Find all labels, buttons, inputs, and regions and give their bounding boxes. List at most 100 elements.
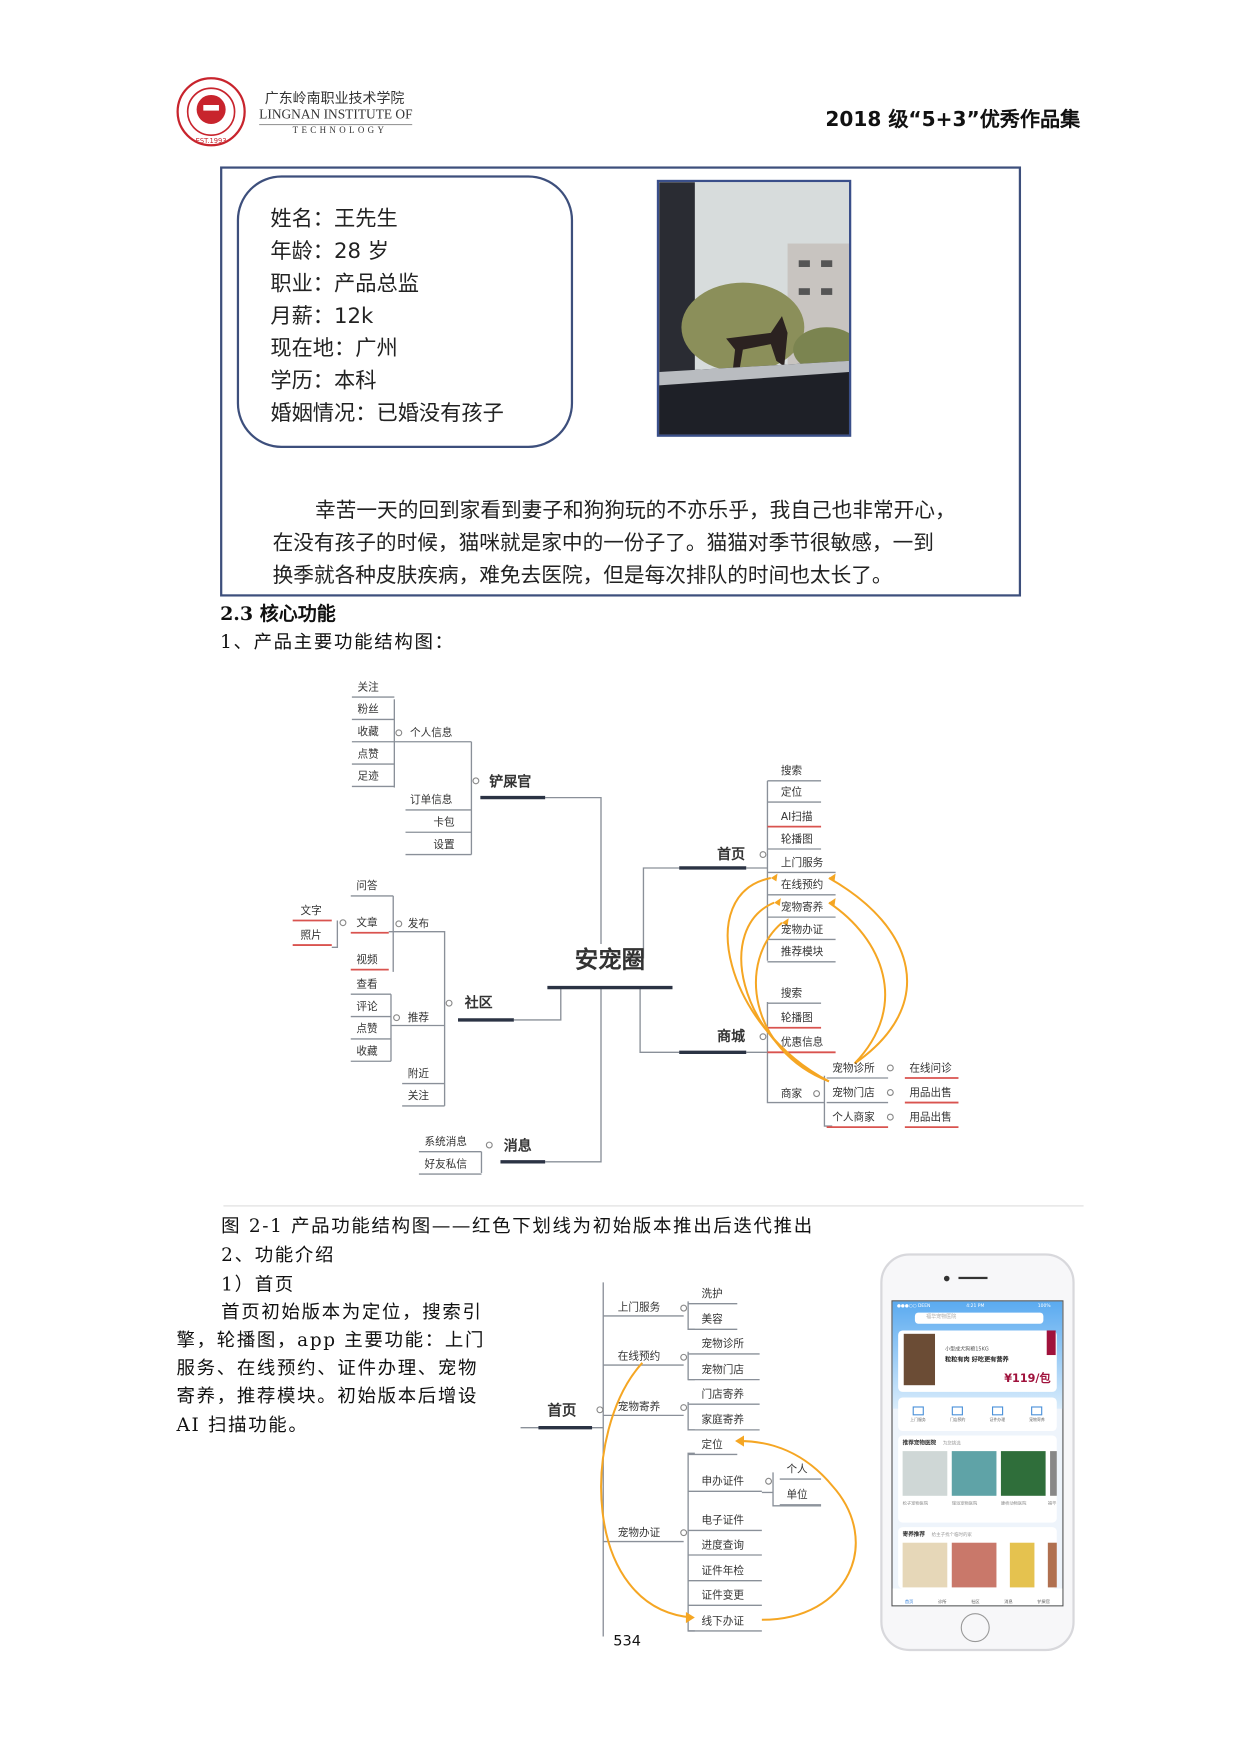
phone-speaker [958, 1276, 988, 1280]
collapse-node-icon [765, 1477, 773, 1485]
arrowhead [781, 918, 789, 927]
logo-year: EST.1993 [196, 137, 227, 145]
node-label: 点赞 [357, 747, 379, 760]
status-carrier: ●●●○○ DEEN [897, 1302, 931, 1309]
node-label: 在线问诊 [909, 1061, 952, 1074]
connector-line [823, 1075, 833, 1127]
node-label: 搜索 [781, 986, 802, 999]
collapse-node-icon [886, 1113, 894, 1121]
collapse-node-icon [445, 999, 453, 1007]
hospital-section-hint: 为您挑选 [942, 1439, 961, 1446]
phone-home-button [960, 1613, 990, 1643]
quick-entry-home-service[interactable]: 上门服务 [910, 1405, 926, 1423]
connector-line [545, 987, 602, 1163]
boarding-image[interactable] [1047, 1542, 1057, 1588]
boarding-image[interactable] [902, 1542, 948, 1588]
flow-arrow [739, 1440, 857, 1621]
collapse-node-icon [485, 1141, 493, 1149]
quick-entry-license[interactable]: 证件办理 [989, 1405, 1005, 1423]
hospital-image[interactable] [1050, 1451, 1057, 1496]
node-label: 消息 [504, 1138, 532, 1155]
app-search-input[interactable]: 福华宠物医院 [914, 1312, 1044, 1324]
node-label: 宠物办证 [618, 1526, 661, 1539]
node-label: 推荐 [408, 1011, 430, 1024]
persona-location: 现在地：广州 [270, 336, 398, 361]
connector-line [642, 867, 680, 959]
flow-arrow [740, 901, 830, 1083]
home-paragraph-1: 首页初始版本为定位，搜索引 [221, 1301, 483, 1323]
node-label: 定位 [702, 1438, 724, 1451]
connector-line [766, 1002, 825, 1104]
node-label: 收藏 [356, 1045, 378, 1058]
cat-window-photo [656, 179, 852, 437]
node-label: 洗护 [702, 1287, 723, 1300]
tab-messages[interactable]: 消息 [1004, 1598, 1013, 1605]
boarding-image[interactable] [951, 1542, 997, 1588]
node-label: 用品出售 [909, 1086, 951, 1099]
node-label: 商家 [781, 1087, 803, 1100]
collapse-node-icon [886, 1089, 894, 1096]
node-label: 粉丝 [357, 703, 379, 716]
collapse-node-icon [680, 1529, 688, 1537]
hospital-image[interactable] [951, 1451, 997, 1496]
node-label: 宠物诊所 [832, 1061, 875, 1074]
collapse-node-icon [472, 777, 480, 785]
connector-line [772, 1472, 822, 1507]
collapse-node-icon [395, 920, 403, 928]
hospital-section: 推荐宠物医院 为您挑选 松子宠物医院 瑞派宠物医院 康桥动物医院 福华 [898, 1435, 1057, 1523]
subheading-home: 1）首页 [221, 1273, 295, 1295]
node-label: 视频 [356, 953, 378, 966]
promo-banner[interactable]: 小型成犬狗粮15KG 粒粒有肉 好吃更有营养 ¥119/包 [898, 1330, 1057, 1392]
figure-caption: 图 2-1 产品功能结构图——红色下划线为初始版本推出后迭代推出 [221, 1215, 814, 1237]
node-label: 线下办证 [702, 1614, 745, 1627]
quick-entry-store-booking[interactable]: 门店预约 [950, 1405, 965, 1423]
home-paragraph-3: 服务、在线预约、证件办理、宠物 [176, 1357, 479, 1379]
banner-price: ¥119/包 [1004, 1372, 1051, 1386]
header-title: 2018 级“5+3”优秀作品集 [825, 108, 1081, 132]
connector-line [331, 920, 339, 948]
flow-arrow [828, 877, 908, 1065]
flow-arrow [754, 921, 830, 1083]
persona-name: 姓名：王先生 [270, 206, 398, 232]
collapse-node-icon [596, 1406, 604, 1414]
story-line-2: 在没有孩子的时候，猫咪就是家中的一份子了。猫猫对季节很敏感，一到 [272, 531, 934, 556]
tab-clinic[interactable]: 诊所 [937, 1598, 947, 1605]
flow-arrow [600, 1362, 693, 1619]
hospital-name: 松子宠物医院 [902, 1500, 929, 1506]
collapse-node-icon [886, 1064, 894, 1072]
connector-line [687, 1401, 695, 1431]
node-label: 商城 [717, 1028, 745, 1045]
node-label: 用品出售 [909, 1110, 951, 1123]
phone-camera [943, 1275, 950, 1282]
boarding-section: 寄养推荐 给主子找个临时的家 [898, 1527, 1057, 1589]
hospital-section-title: 推荐宠物医院 [902, 1439, 937, 1447]
boarding-image[interactable] [1009, 1542, 1035, 1588]
node-label: 宠物寄养 [618, 1400, 661, 1413]
hospital-image[interactable] [1000, 1451, 1046, 1496]
subheading-structure: 1、产品主要功能结构图： [220, 631, 455, 653]
node-label: 个人信息 [410, 726, 453, 739]
dog-food-bag [903, 1333, 936, 1386]
tab-home[interactable]: 首页 [904, 1598, 914, 1605]
node-label: 定位 [781, 785, 803, 798]
node-label: 社区 [464, 995, 493, 1012]
flow-arrow [828, 901, 887, 1065]
collapse-node-icon [813, 1090, 821, 1098]
node-label: 电子证件 [702, 1514, 745, 1527]
node-label: 家庭寄养 [702, 1413, 745, 1426]
banner-subtitle: 小型成犬狗粮15KG [945, 1347, 989, 1353]
collapse-node-icon [759, 851, 767, 859]
hospital-image[interactable] [902, 1451, 948, 1496]
node-label: 搜索 [781, 764, 802, 777]
node-label: 首页 [547, 1401, 576, 1419]
tab-community[interactable]: 社区 [971, 1598, 980, 1605]
quick-entry-boarding[interactable]: 宠物寄养 [1029, 1405, 1045, 1423]
node-label: 宠物门店 [832, 1086, 874, 1099]
node-label: 个人商家 [832, 1110, 875, 1123]
collapse-node-icon [339, 919, 347, 927]
status-time: 4:21 PM [966, 1302, 985, 1309]
tab-profile[interactable]: 铲屎官 [1037, 1598, 1051, 1605]
arrowhead [828, 873, 836, 882]
school-name-en: LINGNAN INSTITUTE OF [259, 106, 413, 126]
